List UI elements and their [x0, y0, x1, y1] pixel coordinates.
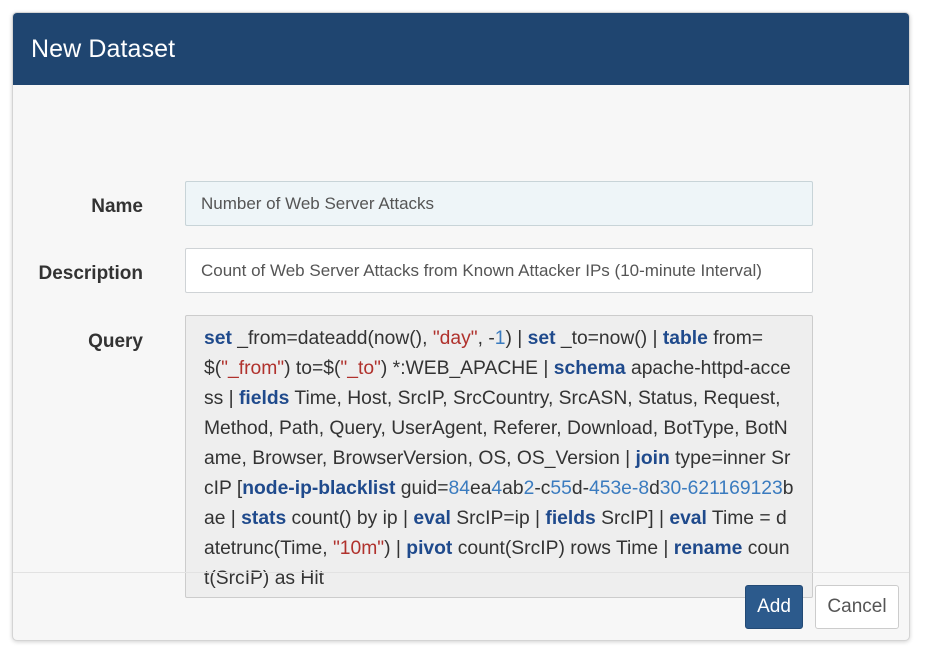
cancel-button[interactable]: Cancel: [815, 585, 899, 629]
query-keyword: table: [662, 328, 708, 349]
query-keyword: rename: [673, 538, 743, 559]
query-string: "_from": [221, 358, 285, 379]
query-text: apache-httpd-access |: [204, 358, 791, 409]
query-keyword: eval: [413, 508, 451, 529]
query-text: ) to=$(: [284, 358, 341, 379]
query-text: Time, Host, SrcIP, SrcCountry, SrcASN, S…: [204, 388, 788, 469]
query-string: "_to": [340, 358, 381, 379]
query-text: SrcIP=ip |: [450, 508, 546, 529]
query-keyword: eval: [669, 508, 707, 529]
query-keyword: set: [527, 328, 556, 349]
query-number: 55: [550, 478, 572, 499]
query-keyword: schema: [553, 358, 626, 379]
dialog-title: New Dataset: [31, 34, 176, 63]
query-text: count() by ip |: [286, 508, 414, 529]
query-text: count(SrcIP) rows Time |: [452, 538, 674, 559]
query-keyword: pivot: [406, 538, 453, 559]
query-text: bae |: [204, 478, 794, 529]
query-keyword: join: [635, 448, 670, 469]
query-text: d: [649, 478, 660, 499]
query-keyword: set: [204, 328, 232, 349]
query-text: Time = datetrunc(Time,: [204, 508, 787, 559]
query-text: d-: [571, 478, 590, 499]
query-number: 453e-8: [589, 478, 650, 499]
description-input[interactable]: Count of Web Server Attacks from Known A…: [185, 248, 813, 293]
query-number: 4: [491, 478, 503, 499]
query-keyword: node-ip-blacklist: [242, 478, 396, 499]
query-text: ab: [502, 478, 524, 499]
query-number: 30-621169123: [659, 478, 783, 499]
name-input[interactable]: Number of Web Server Attacks: [185, 181, 813, 226]
query-text: ) |: [384, 538, 407, 559]
query-text: guid=: [395, 478, 449, 499]
query-number: 84: [448, 478, 470, 499]
query-label: Query: [88, 331, 143, 352]
query-text: ) *:WEB_APACHE |: [380, 358, 554, 379]
query-text: _from=dateadd(now(),: [231, 328, 433, 349]
query-string: "10m": [332, 538, 385, 559]
query-string: "day": [432, 328, 478, 349]
query-text: ea: [469, 478, 492, 499]
query-number: 1: [494, 328, 506, 349]
dialog-header: New Dataset: [13, 13, 909, 85]
query-text: from=$(: [204, 328, 764, 379]
description-label: Description: [38, 263, 143, 284]
query-text: type=inner SrcIP [: [204, 448, 791, 499]
query-text: count(SrcIP) as Hit: [204, 538, 790, 589]
query-text: ) |: [505, 328, 528, 349]
add-button[interactable]: Add: [745, 585, 803, 629]
query-text: -c: [534, 478, 551, 499]
query-text: SrcIP] |: [595, 508, 670, 529]
query-keyword: fields: [545, 508, 596, 529]
query-keyword: fields: [239, 388, 290, 409]
query-text: _to=now() |: [555, 328, 663, 349]
new-dataset-dialog: New Dataset Name Number of Web Server At…: [12, 12, 910, 641]
name-label: Name: [91, 196, 143, 217]
dialog-footer: Add Cancel: [13, 572, 909, 640]
query-keyword: stats: [241, 508, 287, 529]
query-text: , -: [477, 328, 495, 349]
query-number: 2: [523, 478, 535, 499]
query-editor[interactable]: set _from=dateadd(now(), "day", -1) | se…: [185, 315, 813, 598]
